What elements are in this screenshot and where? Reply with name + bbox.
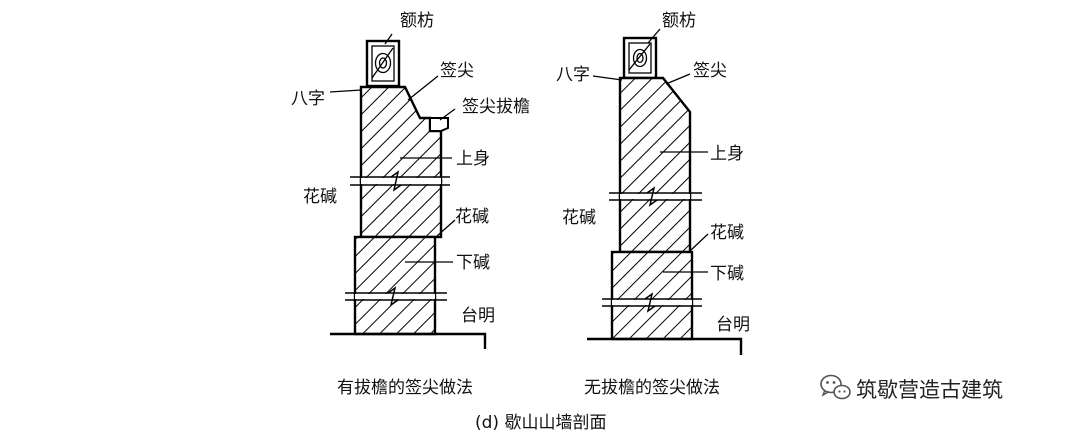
right-label-ba-zi: 八字	[556, 65, 590, 85]
right-label-shang-shen: 上身	[710, 144, 744, 164]
watermark-text: 筑歇营造古建筑	[856, 378, 1003, 402]
right-label-hua-jian-left: 花碱	[562, 208, 596, 228]
left-caption: 有拔檐的签尖做法	[337, 378, 473, 398]
left-lower-base	[353, 235, 437, 336]
left-e-fang-beam	[365, 39, 401, 88]
watermark: 筑歇营造古建筑	[820, 374, 1003, 402]
left-label-e-fang: 额枋	[400, 11, 434, 31]
right-break-mark-upper	[609, 186, 702, 207]
right-upper-body	[618, 76, 692, 198]
right-break-mark-lower	[602, 292, 702, 313]
right-label-qian-jian: 签尖	[693, 61, 727, 81]
left-label-tai-ming: 台明	[461, 306, 495, 326]
left-label-hua-jian-right: 花碱	[455, 207, 489, 227]
right-caption: 无拔檐的签尖做法	[584, 378, 720, 398]
left-wall-section: 额枋 八字 签尖 签尖拔檐 上身 花碱 花碱 下碱 台明 有拔檐的签尖做法	[291, 11, 530, 398]
right-label-tai-ming: 台明	[716, 315, 750, 335]
left-platform	[330, 332, 487, 349]
right-label-hua-jian-right: 花碱	[710, 223, 744, 243]
left-cornice-projection	[429, 117, 449, 132]
left-upper-body	[359, 85, 443, 183]
right-platform	[587, 337, 743, 355]
figure-caption: (d) 歇山山墙剖面	[475, 413, 606, 433]
left-label-shang-shen: 上身	[456, 149, 490, 169]
left-break-mark-upper	[350, 170, 450, 192]
left-label-xia-jian: 下碱	[456, 253, 490, 273]
right-label-e-fang: 额枋	[662, 11, 696, 31]
left-label-qian-jian-ba-yan: 签尖拔檐	[462, 97, 530, 117]
left-middle-body	[359, 179, 443, 239]
left-label-ba-zi: 八字	[291, 89, 325, 109]
right-label-xia-jian: 下碱	[710, 264, 744, 284]
wechat-icon	[820, 374, 851, 400]
right-middle-body	[618, 194, 692, 254]
left-break-mark-lower	[345, 286, 447, 307]
right-wall-section: 额枋 八字 签尖 上身 花碱 花碱 下碱 台明 无拔檐的签尖做法	[556, 11, 750, 398]
left-label-hua-jian-left: 花碱	[303, 187, 337, 207]
right-e-fang-beam	[622, 36, 658, 80]
left-label-qian-jian: 签尖	[440, 61, 474, 81]
